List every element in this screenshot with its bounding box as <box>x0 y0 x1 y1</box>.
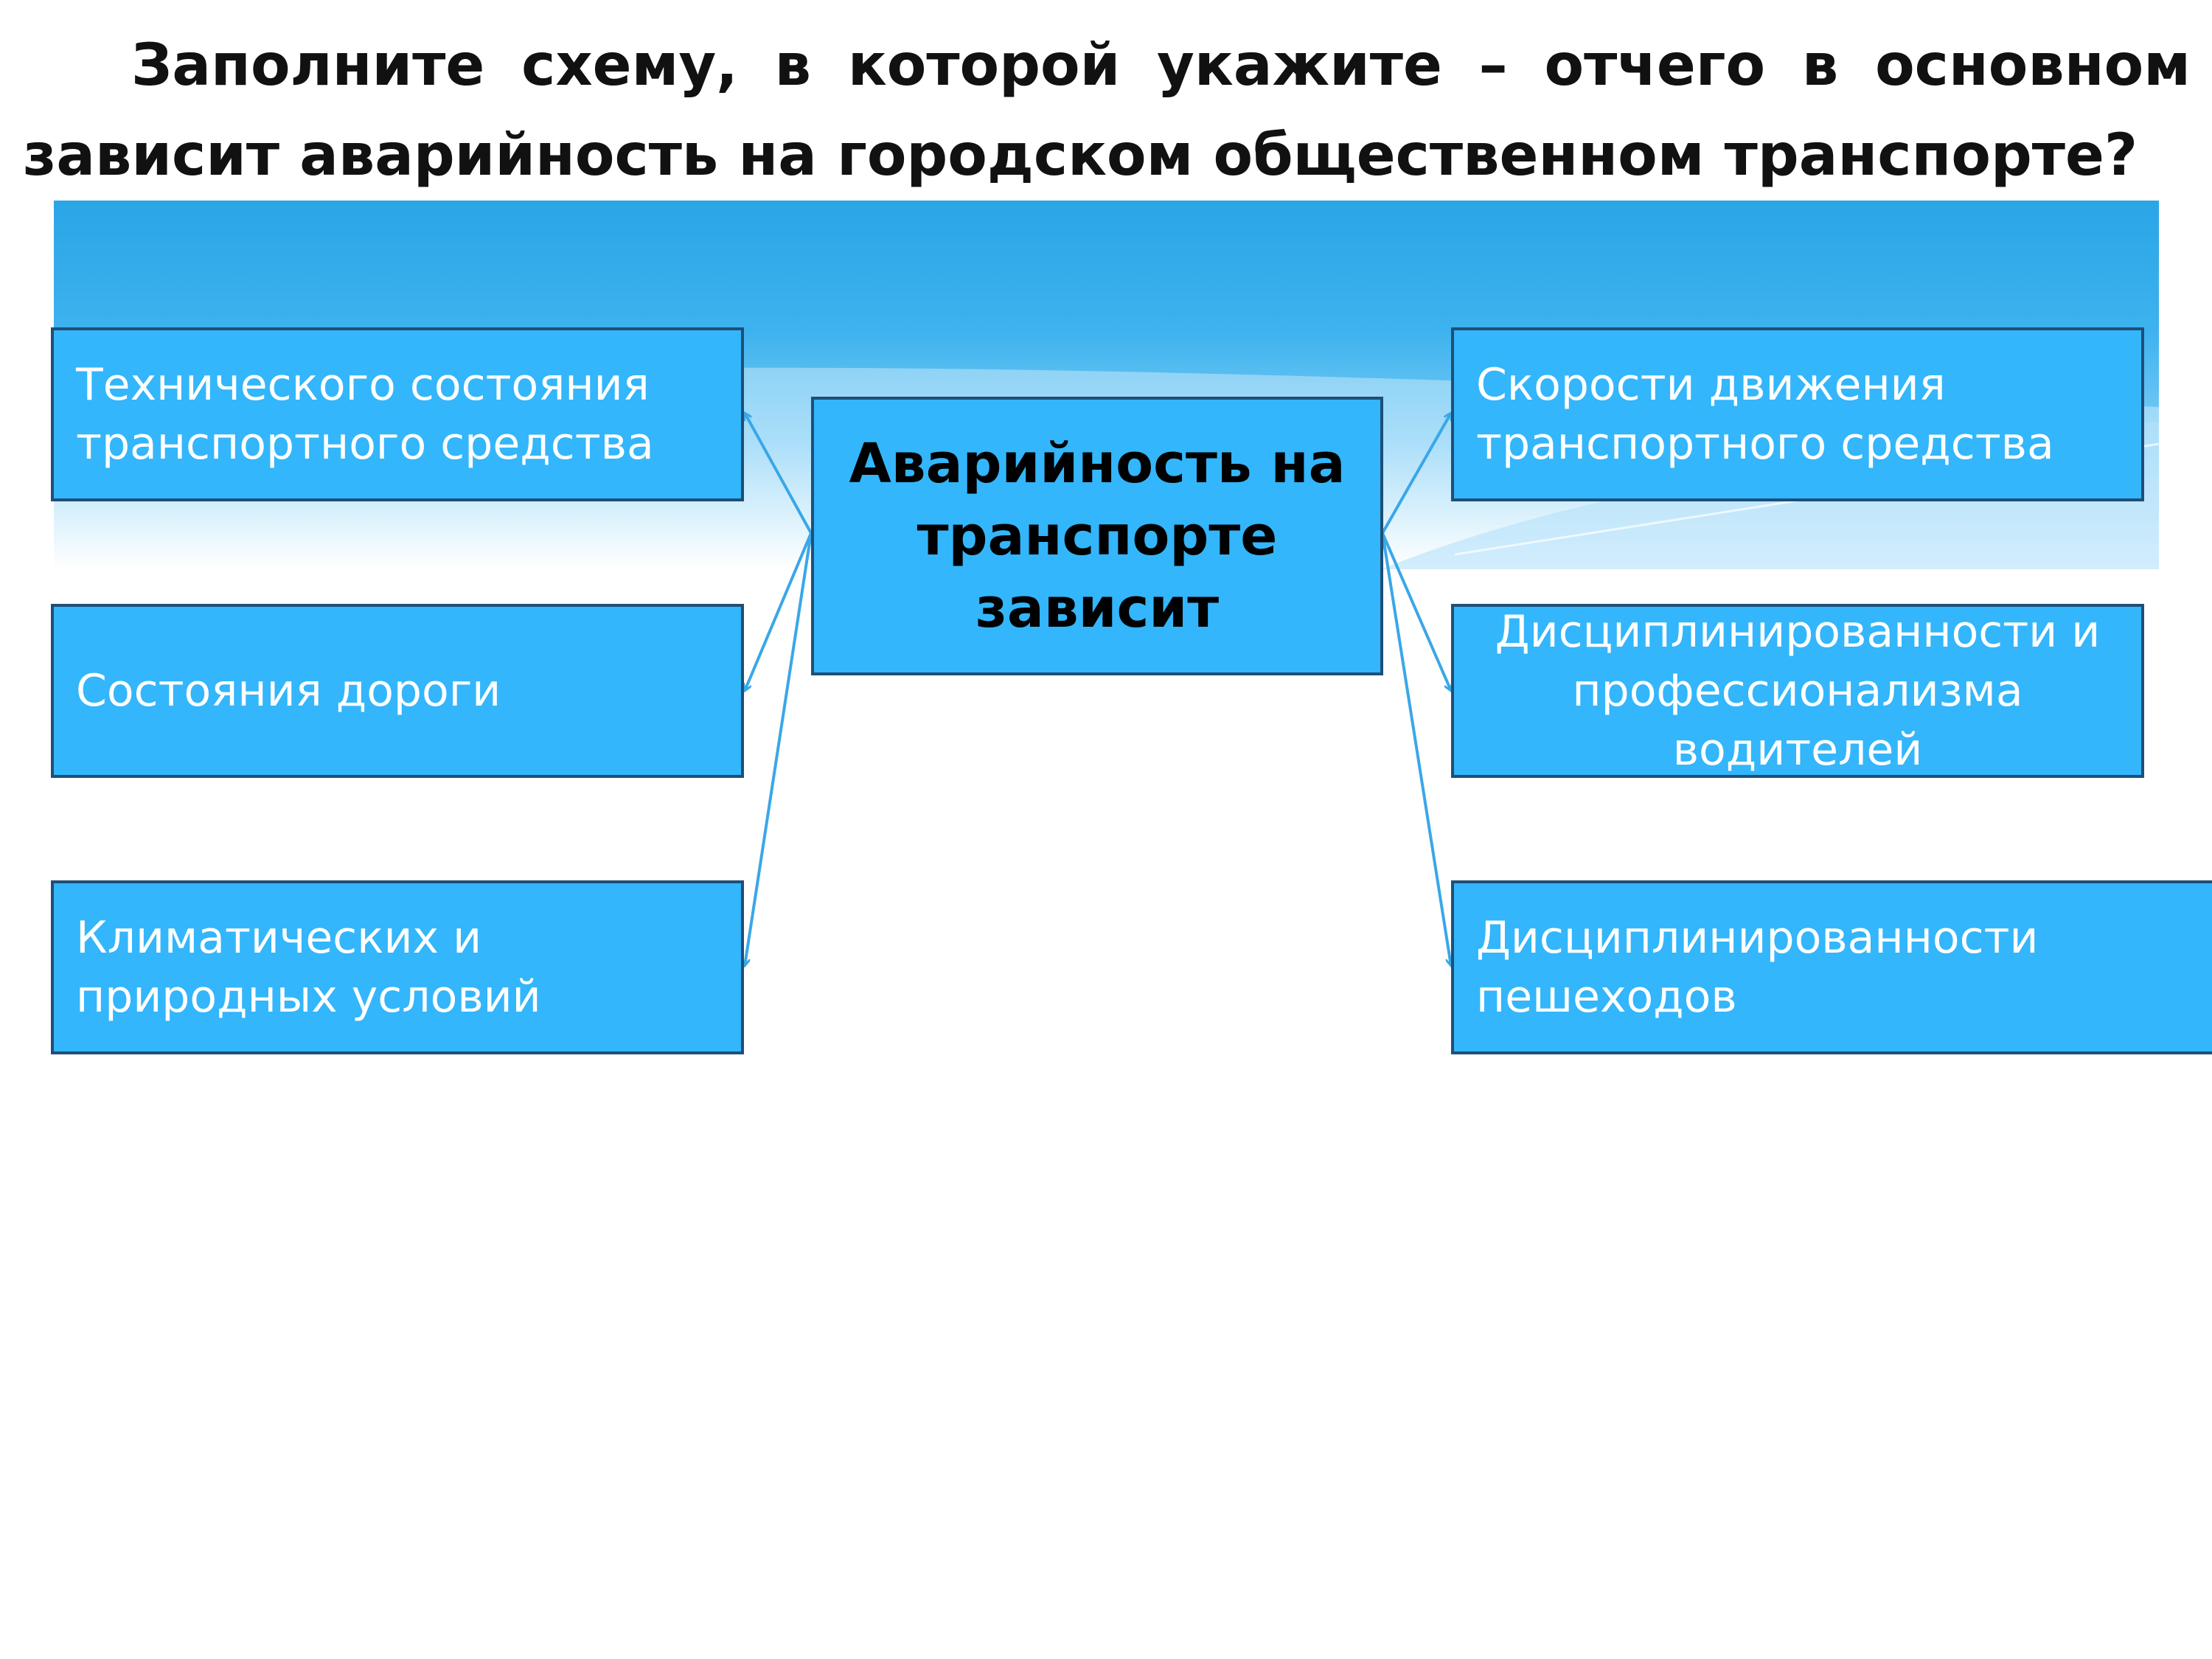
question-title: Заполните схему, в которой укажите – отч… <box>23 32 2191 189</box>
left-box-3-text: Климатических и природных условий <box>76 912 541 1023</box>
arrow-right-2 <box>1381 532 1451 691</box>
right-box-3: Дисциплинированности пешеходов <box>1451 880 2212 1054</box>
arrow-left-3 <box>745 532 813 966</box>
right-box-1: Скорости движения транспортного средства <box>1451 327 2144 501</box>
right-box-3-text: Дисциплинированности пешеходов <box>1476 912 2039 1023</box>
center-box: Аварийность на транспорте зависит <box>811 397 1383 675</box>
left-box-1-text: Технического состояния транспортного сре… <box>76 359 654 470</box>
left-box-2-text: Состояния дороги <box>76 665 501 717</box>
right-box-2-text: Дисциплинированности и профессионализма … <box>1495 606 2101 776</box>
right-box-2: Дисциплинированности и профессионализма … <box>1451 604 2144 778</box>
left-box-3: Климатических и природных условий <box>51 880 744 1054</box>
left-box-1: Технического состояния транспортного сре… <box>51 327 744 501</box>
arrow-right-1 <box>1381 413 1451 534</box>
right-box-1-text: Скорости движения транспортного средства <box>1476 359 2054 470</box>
arrow-left-2 <box>745 532 813 691</box>
center-box-text: Аварийность на транспорте зависит <box>849 432 1346 640</box>
arrow-left-1 <box>745 413 813 534</box>
left-box-2: Состояния дороги <box>51 604 744 778</box>
arrow-right-3 <box>1381 532 1451 966</box>
